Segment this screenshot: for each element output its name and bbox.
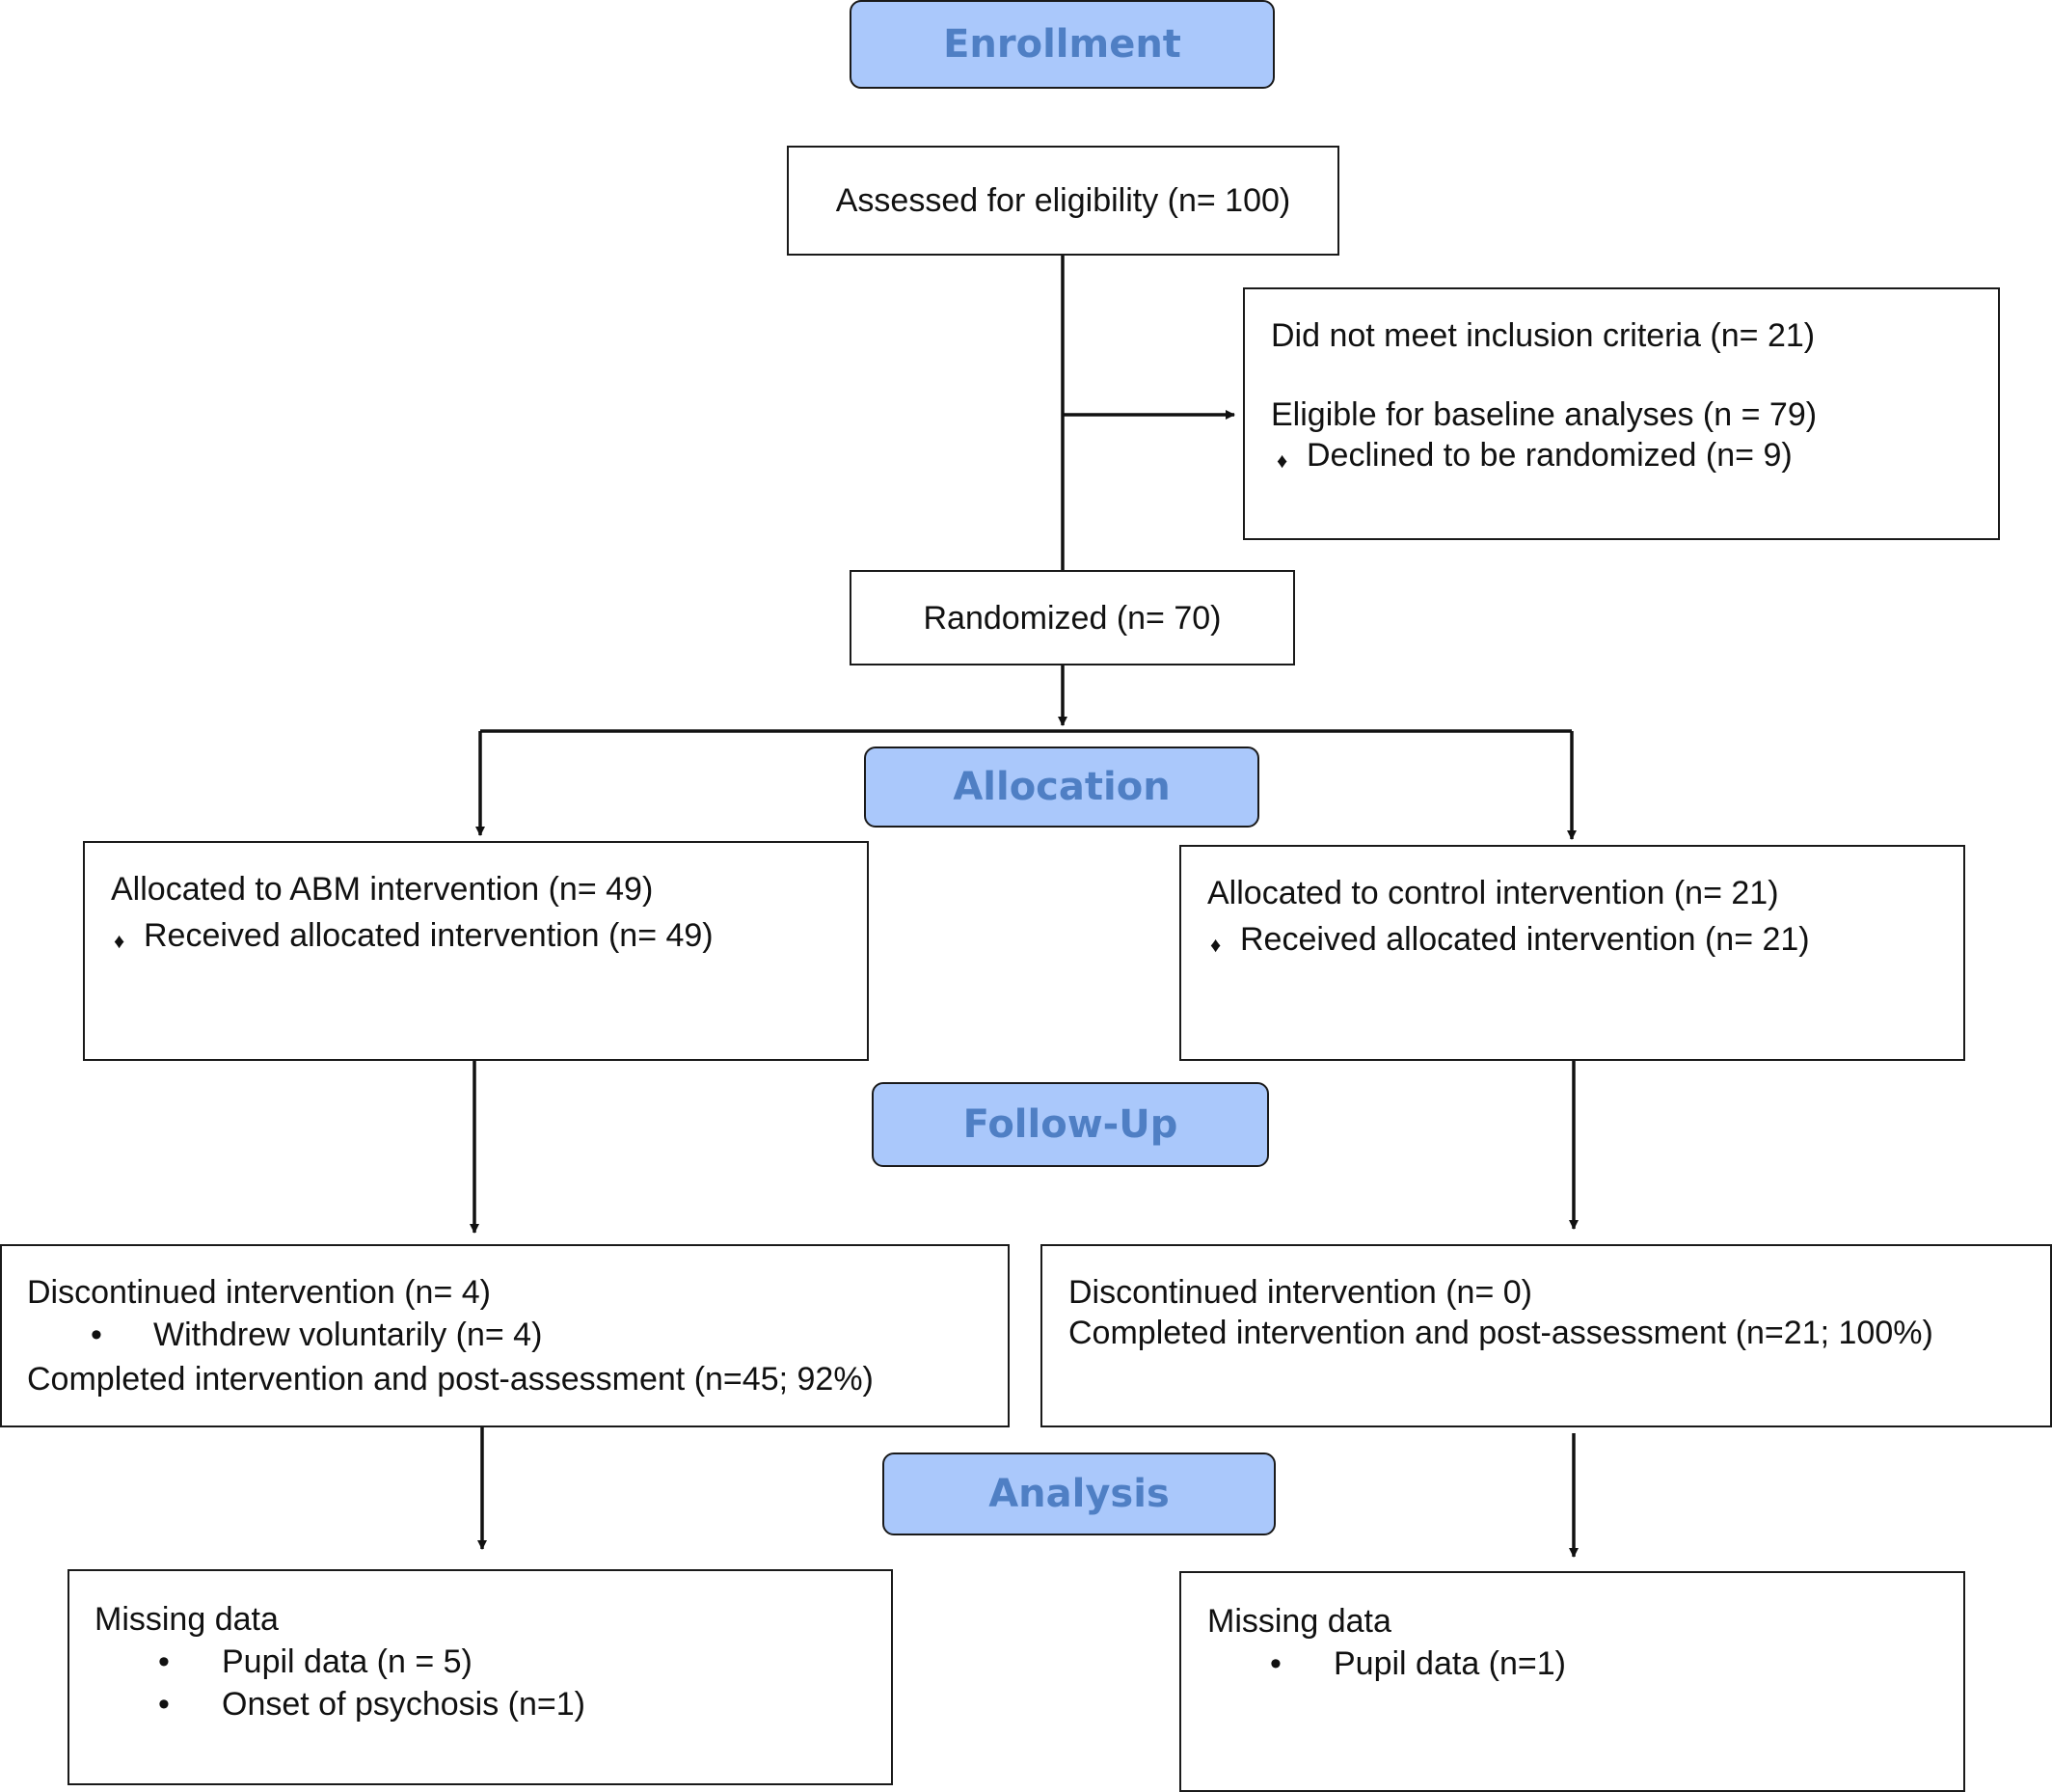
abm-followup-box: Discontinued intervention (n= 4) • Withd… <box>0 1244 1010 1427</box>
abm-allocated-text: Allocated to ABM intervention (n= 49) <box>111 871 654 908</box>
control-received-text: Received allocated intervention (n= 21) <box>1240 921 1810 958</box>
abm-pupil-data-text: Pupil data (n = 5) <box>222 1643 472 1680</box>
not-meet-criteria-text: Did not meet inclusion criteria (n= 21) <box>1271 317 1816 354</box>
control-completed-text: Completed intervention and post-assessme… <box>1068 1315 1933 1351</box>
bullet-icon: • <box>158 1686 170 1723</box>
abm-discontinued-text: Discontinued intervention (n= 4) <box>27 1274 491 1311</box>
eligible-baseline-text: Eligible for baseline analyses (n = 79) <box>1271 396 1818 433</box>
enrollment-stage-header: Enrollment <box>850 0 1275 89</box>
abm-missing-data-text: Missing data <box>94 1601 279 1638</box>
control-discontinued-text: Discontinued intervention (n= 0) <box>1068 1274 1532 1311</box>
excluded-box: Did not meet inclusion criteria (n= 21) … <box>1243 287 2000 540</box>
diamond-bullet-icon: ♦ <box>114 929 125 953</box>
assessed-box: Assessed for eligibility (n= 100) <box>787 146 1339 256</box>
diamond-bullet-icon: ♦ <box>1210 933 1222 957</box>
control-allocated-text: Allocated to control intervention (n= 21… <box>1207 875 1779 911</box>
control-missing-data-text: Missing data <box>1207 1603 1391 1640</box>
assessed-text: Assessed for eligibility (n= 100) <box>835 182 1291 219</box>
control-analysis-box: Missing data • Pupil data (n=1) <box>1179 1571 1965 1792</box>
declined-randomized-text: Declined to be randomized (n= 9) <box>1307 437 1793 474</box>
control-followup-box: Discontinued intervention (n= 0) Complet… <box>1040 1244 2052 1427</box>
abm-analysis-box: Missing data • Pupil data (n = 5) • Onse… <box>68 1569 893 1785</box>
bullet-icon: • <box>1270 1645 1282 1682</box>
randomized-box: Randomized (n= 70) <box>850 570 1295 665</box>
abm-withdrew-text: Withdrew voluntarily (n= 4) <box>153 1317 543 1353</box>
analysis-stage-header: Analysis <box>882 1453 1276 1535</box>
abm-allocation-box: Allocated to ABM intervention (n= 49) ♦ … <box>83 841 869 1061</box>
follow-up-stage-header: Follow-Up <box>872 1082 1269 1167</box>
abm-received-text: Received allocated intervention (n= 49) <box>144 917 714 954</box>
control-pupil-data-text: Pupil data (n=1) <box>1334 1645 1566 1682</box>
abm-psychosis-text: Onset of psychosis (n=1) <box>222 1686 586 1723</box>
abm-completed-text: Completed intervention and post-assessme… <box>27 1361 874 1398</box>
allocation-stage-header: Allocation <box>864 747 1259 828</box>
bullet-icon: • <box>158 1643 170 1680</box>
randomized-text: Randomized (n= 70) <box>923 599 1222 637</box>
diamond-bullet-icon: ♦ <box>1277 448 1288 473</box>
bullet-icon: • <box>91 1317 102 1353</box>
control-allocation-box: Allocated to control intervention (n= 21… <box>1179 845 1965 1061</box>
